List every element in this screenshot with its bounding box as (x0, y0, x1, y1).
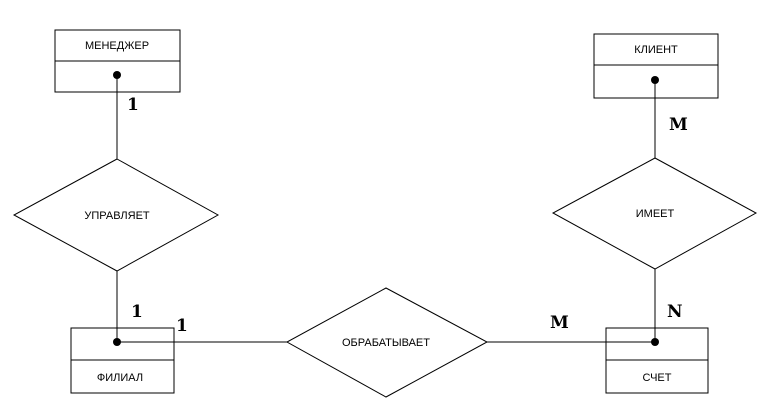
cardinality-processes-account: M (550, 313, 569, 333)
entity-manager: МЕНЕДЖЕР (54, 29, 181, 93)
entity-client: КЛИЕНТ (593, 33, 719, 99)
cardinality-branch-processes: 1 (176, 316, 188, 336)
cardinality-client-has: M (669, 115, 688, 135)
relationship-manages-label: УПРАВЛЯЕТ (84, 210, 150, 222)
entity-manager-label: МЕНЕДЖЕР (85, 40, 149, 52)
relationship-processes-diamond (285, 287, 489, 398)
relationship-has: ИМЕЕТ (551, 157, 758, 270)
relationship-manages-diamond (12, 158, 220, 272)
entity-account-label: СЧЕТ (643, 372, 672, 384)
cardinality-manages-branch: 1 (131, 302, 143, 322)
entity-client-box (593, 33, 719, 99)
entity-manager-key-dot (113, 71, 121, 79)
relationship-manages: УПРАВЛЯЕТ (12, 158, 220, 272)
relationship-processes: ОБРАБАТЫВАЕТ (285, 287, 489, 398)
cardinality-has-account: N (667, 302, 683, 322)
entity-branch-label: ФИЛИАЛ (97, 372, 143, 384)
entity-client-label: КЛИЕНТ (634, 44, 678, 56)
entity-account-key-dot (651, 338, 659, 346)
cardinalities: 1 1 1 M M N (127, 95, 688, 336)
entity-account: СЧЕТ (605, 327, 709, 394)
entity-client-key-dot (651, 76, 659, 84)
entity-branch-key-dot (113, 338, 121, 346)
relationship-has-diamond (551, 157, 758, 270)
relationship-processes-label: ОБРАБАТЫВАЕТ (342, 337, 430, 349)
entity-branch: ФИЛИАЛ (70, 327, 175, 394)
cardinality-manager-manages: 1 (127, 95, 139, 115)
relationship-has-label: ИМЕЕТ (636, 208, 675, 220)
